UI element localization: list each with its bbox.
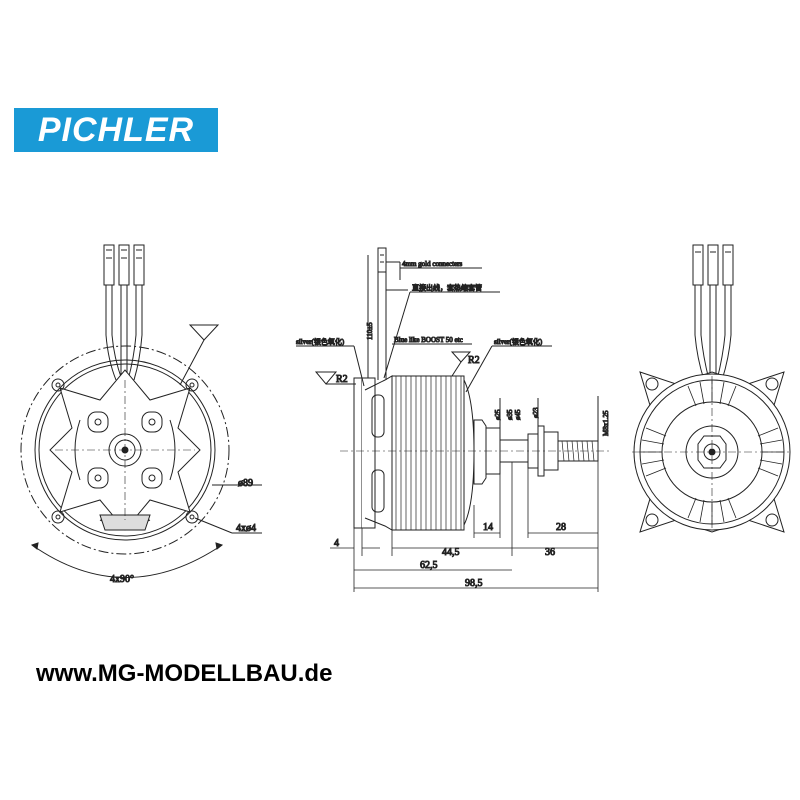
dim-14: 14 (483, 522, 493, 533)
rear-view (632, 244, 792, 533)
dim-4: 4 (334, 538, 339, 549)
front-angle-label: 4x90° (110, 574, 134, 585)
dimension-lines (330, 461, 599, 592)
dim-62-5: 62,5 (420, 560, 438, 571)
cable-note: 直接出线，套热缩套管 (412, 283, 482, 292)
dim-44-5: 44,5 (442, 547, 460, 558)
thread-label: M8x1.25 (602, 410, 610, 436)
roughness-right: R2 (468, 355, 480, 366)
cable-length-label: 110±5 (366, 322, 374, 340)
front-diameter-label: ø89 (238, 478, 253, 489)
roughness-left: R2 (336, 374, 348, 385)
dim-36: 36 (545, 547, 555, 558)
dia-25-label: ø25 (494, 409, 502, 420)
mount-holes (51, 378, 199, 524)
connector-note: 4mm gold connecters (402, 260, 463, 268)
dim-28: 28 (556, 522, 566, 533)
side-view: 4mm gold connecters 直接出线，套热缩套管 110±5 sil… (296, 247, 612, 592)
silver-left-note: silver(银色氧化) (296, 337, 345, 346)
front-holes-label: 4xø4 (236, 523, 256, 534)
dim-98-5: 98,5 (465, 578, 483, 589)
dia-45-label: ø45 (514, 409, 522, 420)
website-url: www.MG-MODELLBAU.de (36, 660, 333, 687)
logo-text: PICHLER (37, 110, 195, 149)
silver-right-note: silver(银色氧化) (494, 337, 543, 346)
rear-cables (692, 244, 734, 381)
dia-23-label: ø23 (532, 407, 540, 418)
front-view: ø89 4xø4 4x90° (20, 244, 262, 586)
blue-note: Blue like BOOST 50 etc (394, 336, 463, 344)
pichler-logo: PICHLER (14, 108, 218, 152)
dia-35-label: ø35 (506, 409, 514, 420)
can-fins (395, 376, 462, 530)
